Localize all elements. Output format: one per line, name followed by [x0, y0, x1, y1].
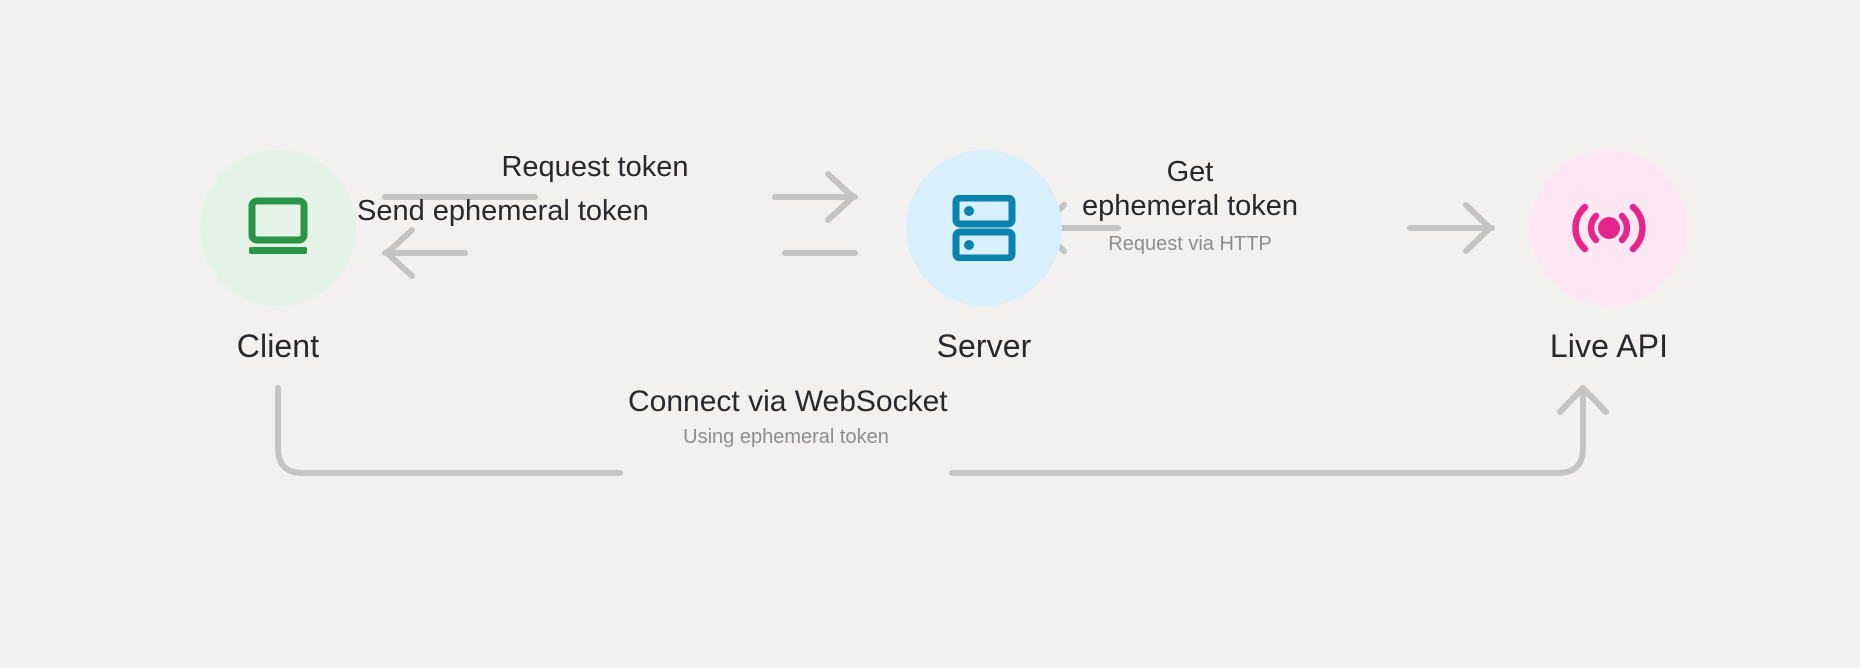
node-live-api-label: Live API — [1549, 328, 1669, 364]
broadcast-icon — [1572, 203, 1646, 253]
live-api-icon-badge — [1531, 150, 1687, 306]
laptop-icon — [248, 197, 308, 254]
send-token-arrow-icon — [382, 227, 468, 279]
flow-label-get-ephemeral-token-line1: Get — [1166, 156, 1214, 188]
flow-sublabel-request-via-http: Request via HTTP — [1108, 233, 1272, 255]
flow-label-request-token: Request token — [501, 151, 689, 183]
websocket-path — [275, 385, 623, 476]
node-client[interactable]: Client — [200, 150, 356, 364]
server-rack-icon — [952, 195, 1016, 261]
flow-label-get-ephemeral-token: Get ephemeral token — [930, 155, 1450, 223]
flow-sublabel-using-ephemeral-token: Using ephemeral token — [683, 426, 889, 448]
node-live-api[interactable]: Live API — [1531, 150, 1687, 364]
client-icon-badge — [200, 150, 356, 306]
websocket-arrowhead-icon — [1557, 385, 1609, 415]
request-token-arrow-icon — [772, 171, 858, 223]
node-client-label: Client — [236, 328, 320, 364]
node-server-label: Server — [936, 328, 1032, 364]
node-server[interactable]: Server — [906, 150, 1062, 364]
flow-label-connect-via-websocket: Connect via WebSocket — [628, 385, 948, 418]
websocket-path-right — [949, 387, 1586, 476]
flow-label-send-ephemeral-token: Send ephemeral token — [357, 195, 649, 227]
flow-label-get-ephemeral-token-line2: ephemeral token — [1081, 190, 1299, 222]
server-icon-badge — [906, 150, 1062, 306]
